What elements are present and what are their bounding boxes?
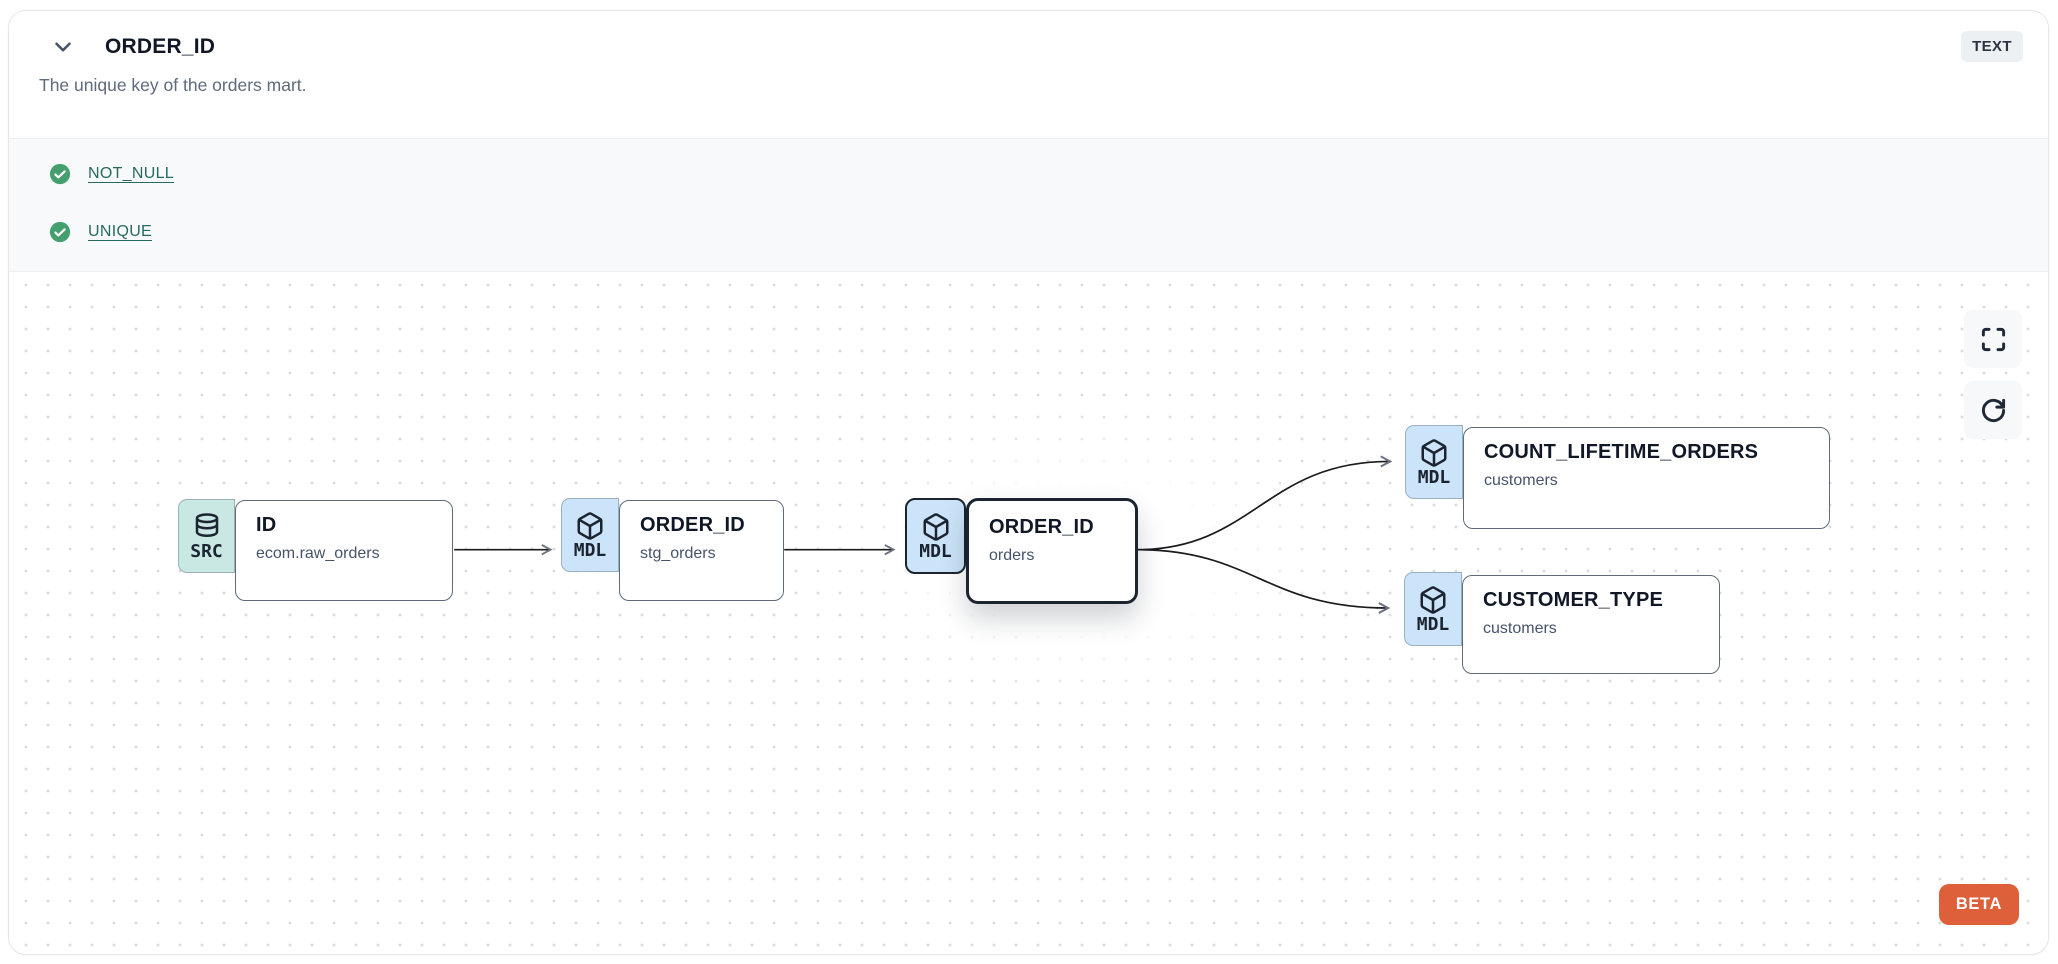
node-badge-label: MDL (1416, 613, 1450, 635)
lineage-canvas[interactable]: SRC ID ecom.raw_orders MDL ORDER_ID stg_… (9, 272, 2048, 954)
cube-icon (575, 511, 605, 541)
node-title: ORDER_ID (640, 514, 745, 536)
cube-icon (921, 512, 951, 542)
panel-header: ORDER_ID TEXT The unique key of the orde… (9, 11, 2048, 138)
node-badge-label: MDL (919, 540, 952, 562)
node-subtitle: customers (1484, 472, 1558, 489)
type-badge: TEXT (1961, 31, 2023, 62)
edge-orders-to-type (1137, 548, 1391, 614)
collapse-button[interactable] (49, 33, 77, 61)
check-circle-icon (49, 163, 71, 185)
node-badge-label: SRC (190, 540, 223, 562)
database-icon (192, 512, 222, 542)
tests-section: NOT_NULL UNIQUE (9, 138, 2048, 272)
edge-orders-to-count (1137, 455, 1393, 551)
fullscreen-icon (1980, 326, 2007, 353)
cube-icon (1419, 438, 1449, 468)
beta-badge: BETA (1938, 884, 2019, 925)
refresh-icon (1980, 397, 2007, 424)
node-subtitle: customers (1483, 620, 1557, 637)
canvas-controls (1964, 310, 2022, 439)
test-row: NOT_NULL (49, 162, 2048, 186)
cube-icon (1418, 585, 1448, 615)
refresh-button[interactable] (1964, 381, 2022, 439)
fullscreen-button[interactable] (1964, 310, 2022, 368)
node-badge-label: MDL (573, 539, 607, 561)
test-row: UNIQUE (49, 220, 2048, 244)
column-description: The unique key of the orders mart. (39, 75, 307, 95)
column-title: ORDER_ID (105, 35, 216, 58)
node-subtitle: stg_orders (640, 545, 716, 562)
test-link-unique[interactable]: UNIQUE (88, 223, 153, 240)
node-title: ID (256, 514, 277, 536)
test-link-not-null[interactable]: NOT_NULL (88, 165, 174, 182)
node-subtitle: ecom.raw_orders (256, 545, 380, 562)
node-title: COUNT_LIFETIME_ORDERS (1484, 441, 1759, 463)
node-title: ORDER_ID (989, 516, 1094, 538)
node-badge-label: MDL (1417, 466, 1451, 488)
column-details-panel: ORDER_ID TEXT The unique key of the orde… (8, 10, 2049, 955)
node-subtitle: orders (989, 547, 1035, 564)
lineage-edges (454, 455, 1393, 614)
node-title: CUSTOMER_TYPE (1483, 589, 1664, 611)
check-circle-icon (49, 221, 71, 243)
chevron-down-icon (50, 34, 76, 60)
